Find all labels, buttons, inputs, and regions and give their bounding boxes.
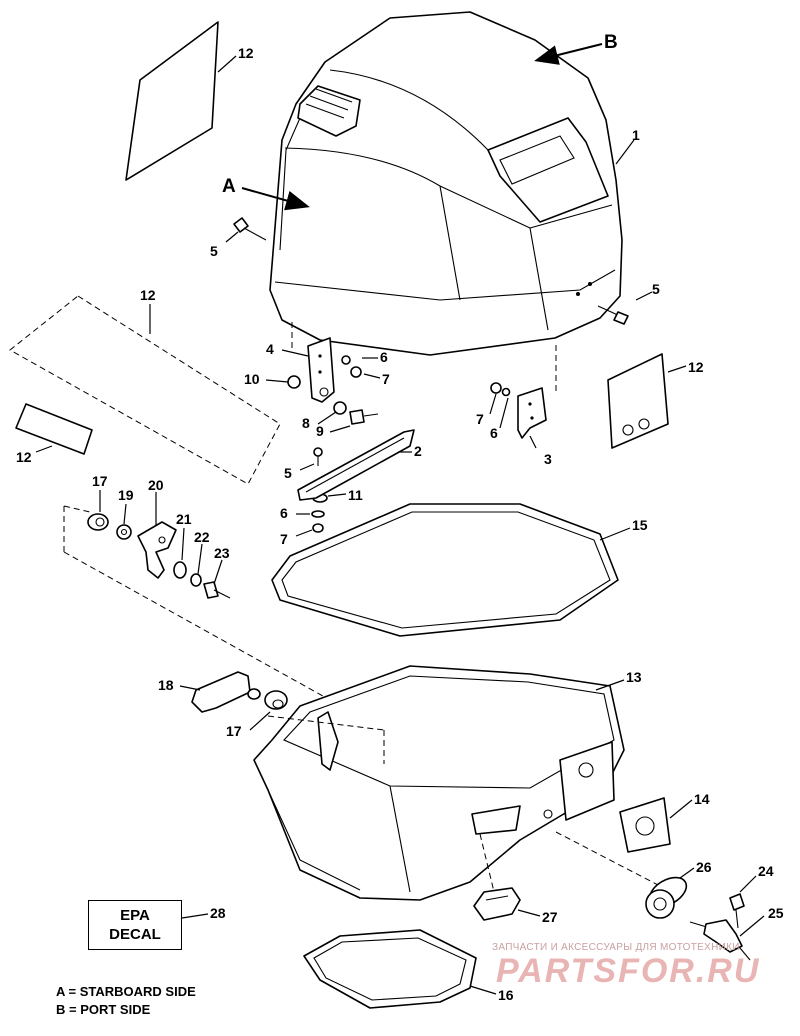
bracket-part-4 [307, 337, 335, 403]
callout-6: 6 [280, 505, 288, 521]
callout-3: 3 [544, 451, 552, 467]
decal-sheet-small [15, 403, 93, 455]
callout-7: 7 [280, 531, 288, 547]
nut-part-7-c [312, 523, 324, 533]
decal-line-1: EPA [120, 907, 150, 924]
callout-5: 5 [284, 465, 292, 481]
latch-lever-part-20 [137, 521, 177, 579]
callout-19: 19 [118, 487, 134, 503]
guide-line [479, 833, 497, 901]
callout-18: 18 [158, 677, 174, 693]
callout-23: 23 [214, 545, 230, 561]
callout-12: 12 [16, 449, 32, 465]
callout-11: 11 [348, 487, 363, 503]
watermark-logo: PARTSFOR.RU [496, 952, 761, 990]
screw-5-mid [313, 447, 323, 466]
seal-part-15 [271, 503, 619, 637]
bolt-part-23 [203, 581, 231, 599]
callout-20: 20 [148, 477, 164, 493]
callout-7: 7 [382, 371, 390, 387]
lower-pan-part-13 [253, 665, 625, 901]
nut-part-10 [287, 375, 301, 389]
cover-plate-part-14 [619, 797, 671, 853]
motor-cover-part-1 [269, 11, 623, 356]
callout-13: 13 [626, 669, 642, 685]
bushing-part-8 [333, 401, 347, 415]
callout-14: 14 [694, 791, 710, 807]
decal-sheet-top [125, 21, 219, 181]
latch-handle-part-18 [191, 671, 261, 713]
callout-1: 1 [632, 127, 640, 143]
washer-part-6-a [341, 355, 351, 365]
washer-part-21 [173, 561, 187, 579]
callout-6: 6 [380, 349, 388, 365]
decal-line-2: DECAL [109, 926, 161, 943]
callout-25: 25 [768, 905, 784, 921]
grommet-part-17-a [87, 513, 109, 531]
callout-22: 22 [194, 529, 210, 545]
bolt-part-9 [349, 409, 379, 425]
callout-17: 17 [92, 473, 108, 489]
guide-line [63, 505, 91, 513]
callout-12: 12 [238, 45, 254, 61]
screw-5-left [233, 217, 267, 241]
fitting-part-25 [689, 919, 751, 961]
washer-part-22 [190, 573, 202, 587]
screw-part-24 [729, 893, 745, 929]
callout-15: 15 [632, 517, 648, 533]
washer-part-6-c [311, 510, 325, 518]
callout-26: 26 [696, 859, 712, 875]
callout-27: 27 [542, 909, 558, 925]
view-label-b: B [604, 32, 618, 53]
screw-5-right [597, 305, 629, 325]
latch-plate-part-2 [297, 429, 415, 501]
callout-21: 21 [176, 511, 192, 527]
callout-28: 28 [210, 905, 226, 921]
decal-sheet-right [607, 353, 669, 449]
washer-part-6-b [501, 387, 511, 397]
callout-5: 5 [210, 243, 218, 259]
callout-17: 17 [226, 723, 242, 739]
callout-6: 6 [490, 425, 498, 441]
view-arrow-a: A [222, 176, 310, 211]
callout-24: 24 [758, 863, 774, 879]
callout-7: 7 [476, 411, 484, 427]
callout-9: 9 [316, 423, 324, 439]
leader-lines [35, 55, 765, 995]
epa-decal-box: EPA DECAL [88, 900, 182, 950]
legend-starboard: A = STARBOARD SIDE [56, 984, 196, 999]
view-label-a: A [222, 176, 236, 197]
gasket-part-16 [303, 929, 477, 1009]
nut-part-7-b [490, 382, 502, 394]
callout-4: 4 [266, 341, 274, 357]
washer-part-19 [116, 524, 132, 540]
callout-5: 5 [652, 281, 660, 297]
callout-12: 12 [688, 359, 704, 375]
callout-16: 16 [498, 987, 514, 1003]
callout-12: 12 [140, 287, 156, 303]
bracket-part-3 [517, 387, 547, 439]
view-arrow-b: B [534, 32, 618, 65]
callout-10: 10 [244, 371, 260, 387]
callout-8: 8 [302, 415, 310, 431]
grommet-part-26 [645, 876, 688, 919]
watermark-tagline: ЗАПЧАСТИ И АКСЕССУАРЫ ДЛЯ МОТОТЕХНИКИ [492, 942, 740, 953]
plug-part-27 [473, 887, 521, 921]
grommet-part-17-b [264, 690, 288, 710]
legend-port: B = PORT SIDE [56, 1002, 151, 1017]
callout-2: 2 [414, 443, 422, 459]
decal-sheet-dashed [9, 295, 281, 485]
nut-part-7-a [350, 366, 362, 378]
